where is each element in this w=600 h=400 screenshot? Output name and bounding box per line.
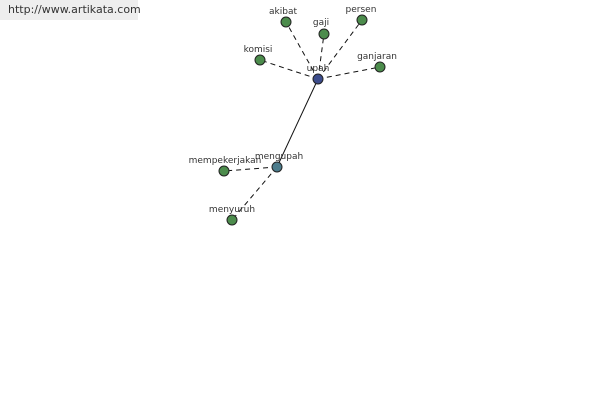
node-dot-upah[interactable] — [312, 73, 324, 85]
node-label-komisi[interactable]: komisi — [244, 45, 273, 55]
node-menyuruh[interactable]: menyuruh — [209, 205, 255, 226]
edge-upah-akibat — [285, 21, 319, 80]
graph-edges — [223, 19, 381, 221]
graph-nodes: upah mengupah akibat gaji persen komisi ganjar… — [189, 5, 397, 226]
edge-upah-persen — [317, 19, 363, 80]
edge-upah-gaji — [317, 33, 325, 80]
site-url-link[interactable]: http://www.artikata.com — [8, 3, 141, 16]
node-dot-gaji[interactable] — [318, 28, 330, 40]
edge-upah-mengupah — [276, 78, 319, 168]
node-ganjaran[interactable]: ganjaran — [357, 52, 397, 73]
node-dot-akibat[interactable] — [280, 16, 292, 28]
node-label-persen[interactable]: persen — [346, 5, 377, 15]
node-dot-menyuruh[interactable] — [226, 214, 238, 226]
node-label-upah[interactable]: upah — [307, 64, 330, 74]
node-dot-ganjaran[interactable] — [374, 61, 386, 73]
node-label-ganjaran[interactable]: ganjaran — [357, 52, 397, 62]
edge-upah-ganjaran — [317, 66, 381, 80]
edge-upah-komisi — [259, 59, 319, 80]
node-mempekerjakan[interactable]: mempekerjakan — [189, 156, 262, 177]
node-mengupah[interactable]: mengupah — [255, 152, 303, 173]
edge-mengupah-mempekerjakan — [223, 166, 278, 172]
node-dot-mengupah[interactable] — [271, 161, 283, 173]
node-persen[interactable]: persen — [346, 5, 377, 26]
node-gaji[interactable]: gaji — [313, 18, 330, 40]
node-dot-mempekerjakan[interactable] — [218, 165, 230, 177]
url-banner: http://www.artikata.com — [0, 0, 141, 20]
node-label-menyuruh[interactable]: menyuruh — [209, 205, 255, 215]
edge-mengupah-menyuruh — [231, 166, 278, 221]
node-label-mempekerjakan[interactable]: mempekerjakan — [189, 156, 262, 166]
node-komisi[interactable]: komisi — [244, 45, 273, 66]
node-upah[interactable]: upah — [307, 64, 330, 85]
node-dot-persen[interactable] — [356, 14, 368, 26]
node-label-mengupah[interactable]: mengupah — [255, 152, 303, 162]
node-label-gaji[interactable]: gaji — [313, 18, 329, 28]
node-dot-komisi[interactable] — [254, 54, 266, 66]
node-akibat[interactable]: akibat — [269, 7, 297, 28]
node-label-akibat[interactable]: akibat — [269, 7, 297, 17]
